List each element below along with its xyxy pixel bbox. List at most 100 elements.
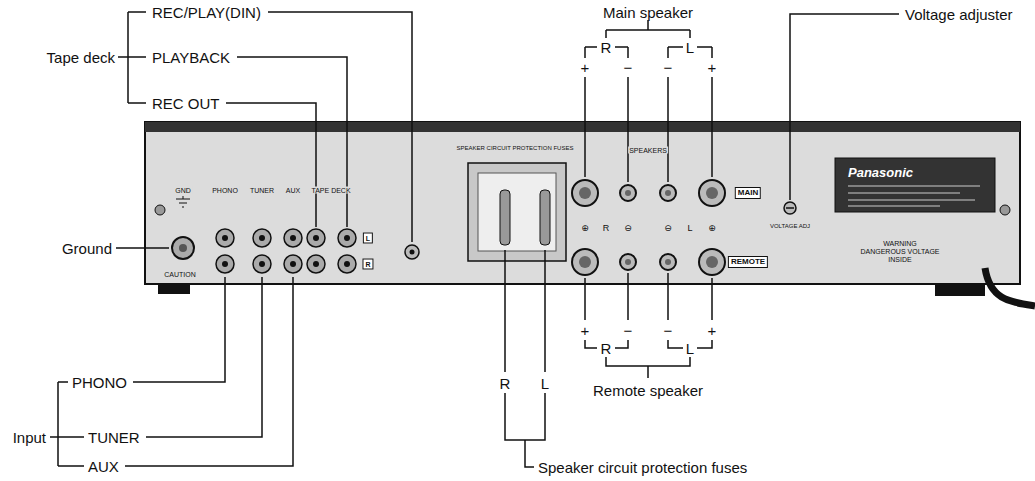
rca-jack bbox=[338, 255, 356, 273]
name-plate bbox=[848, 186, 980, 206]
polarity-sign: − bbox=[624, 323, 633, 338]
voltage-adjuster-screw bbox=[786, 207, 794, 209]
polarity-sign: − bbox=[664, 323, 673, 338]
panel-marking: TAPE DECK bbox=[310, 187, 351, 194]
leader-line bbox=[50, 277, 293, 466]
speaker-terminal bbox=[660, 254, 676, 270]
connector-callout: REC OUT bbox=[152, 96, 220, 111]
connector-callout: AUX bbox=[88, 459, 119, 474]
panel-marking: TUNER bbox=[249, 187, 275, 194]
voltage-adjuster-screw bbox=[784, 202, 796, 214]
speaker-terminal-core bbox=[579, 187, 591, 199]
panel-marking: L bbox=[686, 224, 693, 233]
voltage-adjuster-screw bbox=[784, 202, 796, 214]
fuse-holder bbox=[540, 190, 550, 245]
fuse-holder bbox=[468, 163, 566, 261]
rca-jack bbox=[216, 229, 234, 247]
din-socket bbox=[405, 245, 419, 259]
rca-jack-pin bbox=[222, 261, 228, 267]
rca-jack-pin bbox=[344, 261, 350, 267]
panel-marking: R bbox=[602, 224, 611, 233]
amplifier-housing bbox=[1000, 205, 1010, 215]
polarity-sign: + bbox=[581, 60, 590, 75]
group-callout: Input bbox=[13, 430, 46, 445]
rca-jack bbox=[284, 229, 302, 247]
rca-jack bbox=[253, 229, 271, 247]
panel-marking: ⊕ bbox=[580, 224, 590, 233]
speaker-terminal-core bbox=[665, 190, 671, 196]
connector-callout: REC/PLAY(DIN) bbox=[152, 5, 261, 20]
amplifier-housing bbox=[145, 122, 1020, 284]
panel-marking: ⊕ bbox=[707, 224, 717, 233]
channel-label: L bbox=[686, 341, 694, 356]
speaker-terminal-core bbox=[706, 256, 718, 268]
leader-line bbox=[585, 20, 712, 182]
leader-line bbox=[116, 247, 169, 249]
rca-jack-pin bbox=[313, 235, 319, 241]
group-callout: Tape deck bbox=[47, 50, 115, 65]
speaker-terminal-core bbox=[665, 259, 671, 265]
polarity-sign: + bbox=[708, 323, 717, 338]
channel-label: L bbox=[686, 40, 694, 55]
amplifier-housing bbox=[145, 122, 1020, 132]
speaker-terminal bbox=[699, 180, 725, 206]
name-plate bbox=[835, 158, 995, 212]
name-plate bbox=[835, 158, 995, 212]
leader-line bbox=[118, 12, 412, 242]
fuse-holder bbox=[500, 190, 510, 245]
rca-jack bbox=[307, 229, 325, 247]
panel-marking: SPEAKER CIRCUIT PROTECTION FUSES bbox=[456, 145, 575, 151]
panel-marking: R bbox=[362, 259, 373, 270]
connector-callout: PHONO bbox=[72, 375, 127, 390]
din-socket bbox=[410, 250, 415, 255]
speaker-terminal-core bbox=[625, 190, 631, 196]
polarity-sign: − bbox=[664, 60, 673, 75]
brand-name: Panasonic bbox=[848, 166, 913, 179]
din-socket bbox=[405, 245, 419, 259]
ground-terminal bbox=[172, 237, 194, 259]
ground-terminal bbox=[172, 196, 194, 259]
speaker-terminal-core bbox=[579, 187, 718, 268]
leader-line bbox=[50, 12, 899, 467]
rca-jack bbox=[216, 229, 356, 273]
speaker-terminal-core bbox=[579, 256, 591, 268]
ground-terminal bbox=[176, 196, 190, 207]
ground-terminal bbox=[179, 244, 187, 252]
speaker-terminal-core bbox=[706, 187, 718, 199]
panel-marking: GND bbox=[174, 187, 192, 194]
rca-jack bbox=[253, 255, 271, 273]
connector-callout: PLAYBACK bbox=[152, 50, 230, 65]
rca-jack bbox=[338, 229, 356, 247]
speaker-terminal bbox=[620, 185, 636, 201]
terminal-callout: Ground bbox=[62, 241, 112, 256]
panel-marking: CAUTION bbox=[163, 271, 197, 278]
power-cord bbox=[985, 268, 1035, 306]
group-callout: Main speaker bbox=[603, 5, 693, 20]
panel-marking: VOLTAGE ADJ bbox=[769, 223, 811, 229]
fuse-holder bbox=[468, 163, 566, 261]
channel-label: L bbox=[541, 376, 549, 391]
panel-marking: MAIN bbox=[735, 187, 761, 199]
fuse-holder bbox=[478, 173, 556, 251]
rca-jack bbox=[307, 255, 325, 273]
leader-line bbox=[585, 273, 712, 378]
panel-marking: L bbox=[363, 233, 373, 244]
rca-jack-pin bbox=[313, 261, 319, 267]
panel-marking: AUX bbox=[285, 187, 301, 194]
speaker-terminal-core bbox=[625, 259, 631, 265]
panel-marking: SPEAKERS bbox=[628, 147, 668, 154]
panel-marking: ⊖ bbox=[623, 224, 633, 233]
channel-label: R bbox=[500, 376, 511, 391]
speaker-terminal bbox=[572, 249, 598, 275]
power-cord bbox=[985, 268, 1035, 306]
rca-jack bbox=[284, 255, 302, 273]
leader-line bbox=[505, 250, 545, 467]
group-callout: Remote speaker bbox=[593, 383, 703, 398]
panel-marking: ⊖ bbox=[663, 224, 673, 233]
amplifier-housing bbox=[935, 284, 985, 296]
polarity-sign: − bbox=[624, 60, 633, 75]
channel-label: R bbox=[601, 341, 612, 356]
speaker-terminal bbox=[699, 249, 725, 275]
connector-callout: TUNER bbox=[88, 430, 140, 445]
speaker-terminal bbox=[572, 180, 598, 206]
